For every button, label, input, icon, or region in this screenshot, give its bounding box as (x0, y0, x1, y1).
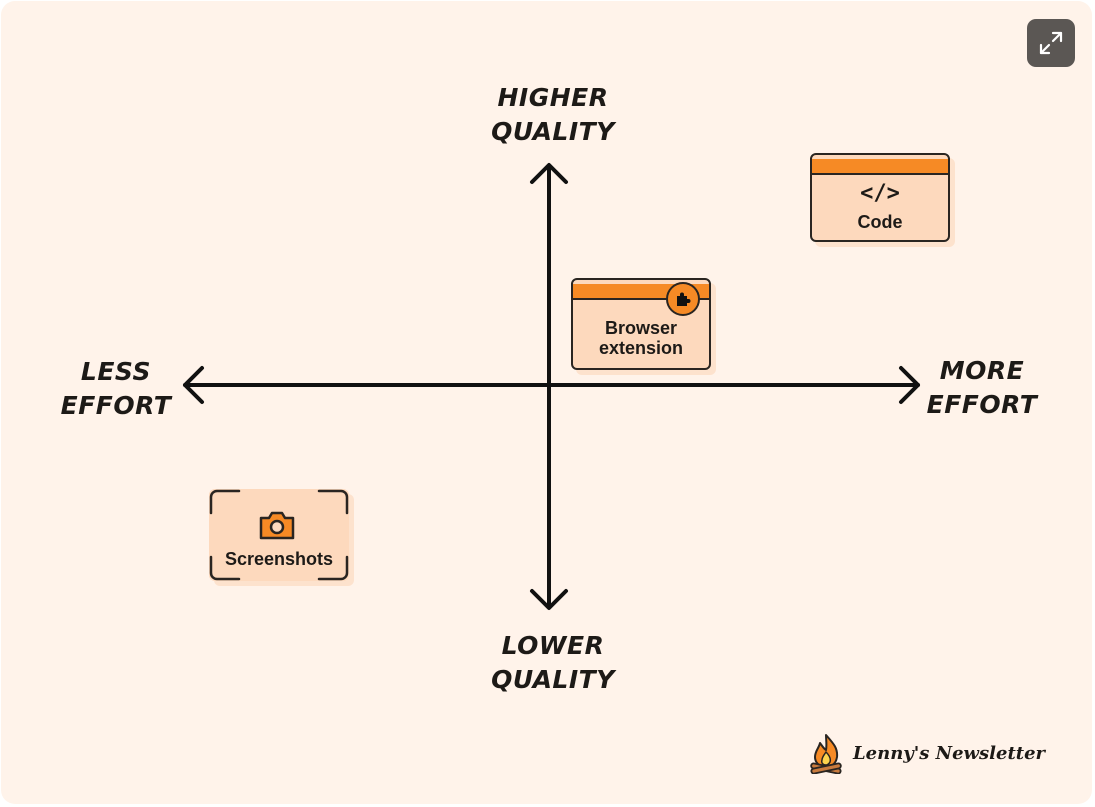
campfire-icon (810, 734, 842, 774)
code-card-label: Code (857, 212, 903, 232)
axis-label-more-effort: MORE EFFORT (926, 356, 1038, 419)
arrow-down (530, 589, 568, 610)
axis-label-lower-quality: LOWER QUALITY (491, 631, 615, 694)
code-card: </> Code (810, 153, 950, 242)
code-icon: </> (860, 181, 900, 206)
screenshot-corner-brackets (209, 489, 349, 581)
screenshots-card-label: Screenshots (224, 549, 334, 569)
puzzle-icon (666, 282, 700, 316)
axis-label-less-effort: LESS EFFORT (60, 357, 172, 420)
arrow-right (899, 366, 920, 404)
screenshots-card: Screenshots (209, 489, 349, 581)
expand-icon (1039, 31, 1063, 55)
expand-button[interactable] (1027, 19, 1075, 67)
arrow-up (530, 163, 568, 184)
brand-logo: Lenny's Newsletter (807, 732, 1045, 774)
axis-label-higher-quality: HIGHER QUALITY (491, 83, 615, 146)
browser-extension-card: Browser extension (571, 278, 711, 370)
arrow-left (183, 366, 204, 404)
browser-card-label: Browser extension (598, 318, 684, 358)
brand-name: Lenny's Newsletter (853, 742, 1046, 764)
camera-icon (259, 511, 295, 540)
code-card-header-bar (812, 159, 948, 175)
